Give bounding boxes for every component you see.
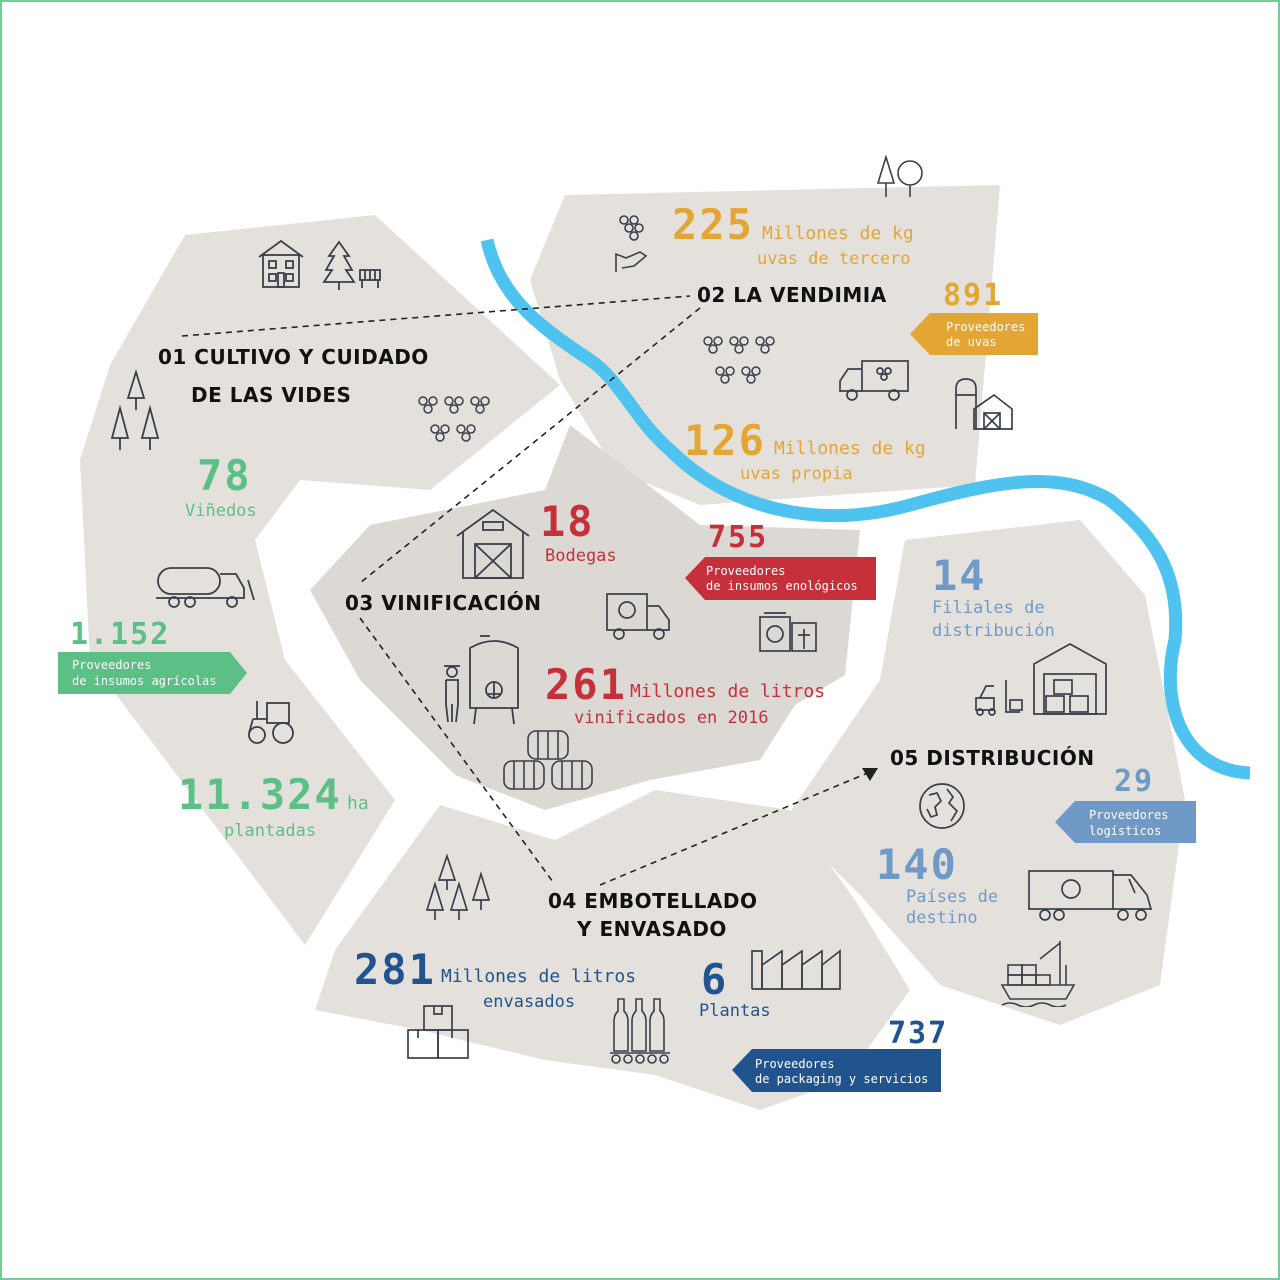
- pine-tree-icon: [322, 240, 356, 290]
- countries-value: 140: [876, 840, 958, 889]
- recycle-bins-icon: [759, 612, 817, 652]
- agri-suppliers-label-line1: Proveedores: [72, 658, 152, 672]
- stage4-title-line2: Y ENVASADO: [577, 917, 727, 941]
- stage2-title: 02 LA VENDIMIA: [697, 283, 887, 307]
- enology-suppliers-value: 755: [708, 520, 769, 555]
- winery-barn-icon: [456, 508, 530, 579]
- tag-red-shape: [685, 557, 876, 600]
- delivery-truck-icon: [606, 593, 670, 640]
- countries-label-line1: Países de: [906, 887, 999, 907]
- bottling-trees-icon: [425, 854, 491, 920]
- region-distribucion: [785, 520, 1185, 1025]
- grape-truck-icon: [839, 360, 909, 401]
- third-grapes-label-line2: uvas de tercero: [757, 249, 911, 269]
- grapes-harvest-icon: [703, 336, 775, 384]
- silo-barn-icon: [955, 378, 1013, 430]
- packaging-suppliers-label-line1: Proveedores: [755, 1057, 835, 1071]
- factory-icon: [751, 949, 841, 990]
- flow-lines: [181, 295, 871, 886]
- own-grapes-label-line1: Millones de kg: [774, 438, 926, 459]
- semi-truck-icon: [1028, 870, 1153, 921]
- subsidiaries-label-line1: Filiales de: [932, 598, 1045, 618]
- agri-suppliers-value: 1.152: [70, 617, 171, 652]
- wine-barrels-icon: [503, 730, 593, 790]
- packaging-suppliers-value: 737: [888, 1016, 949, 1051]
- hand-grapes-icon: [615, 215, 648, 272]
- grape-suppliers-label-line2: de uvas: [946, 335, 997, 349]
- wineries-value: 18: [540, 497, 595, 546]
- winemaker-tank-icon: [444, 635, 519, 725]
- vinified-liters-label-line1: Millones de litros: [630, 681, 826, 702]
- third-grapes-label-line1: Millones de kg: [762, 223, 914, 244]
- packaging-suppliers-label-line2: de packaging y servicios: [755, 1072, 929, 1086]
- vinified-liters-label-line2: vinificados en 2016: [574, 708, 769, 728]
- enology-suppliers-label-line2: de insumos enológicos: [706, 579, 858, 593]
- vinified-liters-value: 261: [545, 660, 627, 709]
- bottled-liters-label-line1: Millones de litros: [441, 966, 637, 987]
- countries-label-line2: destino: [906, 908, 978, 928]
- warehouse-forklift-icon: [975, 643, 1107, 716]
- stage1-title-line1: 01 CULTIVO Y CUIDADO: [158, 345, 429, 369]
- bottling-line-icon: [610, 998, 670, 1064]
- stage3-title: 03 VINIFICACIÓN: [345, 591, 542, 615]
- bottled-liters-value: 281: [354, 945, 436, 994]
- vineyards-value: 78: [197, 451, 252, 500]
- grapes-icon: [418, 396, 490, 442]
- cargo-ship-icon: [1000, 941, 1076, 1007]
- grape-suppliers-label-line1: Proveedores: [946, 320, 1026, 334]
- tag-lightblue-shape: [1055, 801, 1196, 843]
- stage1-title-line2: DE LAS VIDES: [191, 383, 352, 407]
- agri-suppliers-label-line2: de insumos agrícolas: [72, 674, 217, 688]
- plants-value: 6: [701, 955, 729, 1004]
- tanker-truck-icon: [156, 567, 255, 608]
- flow-arrowhead: [862, 768, 878, 781]
- logistics-suppliers-label-line1: Proveedores: [1089, 808, 1169, 822]
- farmhouse-icon: [258, 239, 304, 288]
- boxes-icon: [407, 1005, 469, 1059]
- tag-orange-shape: [910, 313, 1038, 355]
- area-value: 11.324: [178, 770, 342, 819]
- third-grapes-value: 225: [672, 200, 754, 249]
- plants-label: Plantas: [699, 1001, 771, 1021]
- subsidiaries-label-line2: distribución: [932, 621, 1055, 641]
- enology-suppliers-label-line1: Proveedores: [706, 564, 786, 578]
- subsidiaries-value: 14: [932, 551, 987, 600]
- bench-icon: [359, 269, 381, 288]
- region-cultivo: [80, 215, 560, 945]
- area-label: plantadas: [224, 821, 317, 841]
- wineries-label: Bodegas: [545, 546, 617, 566]
- tractor-icon: [248, 701, 294, 744]
- river: [480, 238, 1251, 780]
- vineyards-label: Viñedos: [185, 501, 257, 521]
- stage5-title: 05 DISTRIBUCIÓN: [890, 746, 1095, 770]
- grape-suppliers-value: 891: [943, 278, 1004, 313]
- forest-icon: [876, 155, 923, 197]
- bottled-liters-label-line2: envasados: [483, 992, 576, 1012]
- logistics-suppliers-label-line2: logísticos: [1089, 824, 1162, 838]
- logistics-suppliers-value: 29: [1114, 764, 1155, 799]
- tag-darkblue-shape: [732, 1049, 941, 1092]
- own-grapes-label-line2: uvas propia: [740, 464, 853, 484]
- tag-green-shape: [58, 652, 247, 694]
- globe-icon: [919, 783, 965, 829]
- stage4-title-line1: 04 EMBOTELLADO: [548, 889, 758, 913]
- area-unit: ha: [347, 793, 369, 814]
- own-grapes-value: 126: [684, 416, 766, 465]
- trees-icon: [110, 368, 160, 450]
